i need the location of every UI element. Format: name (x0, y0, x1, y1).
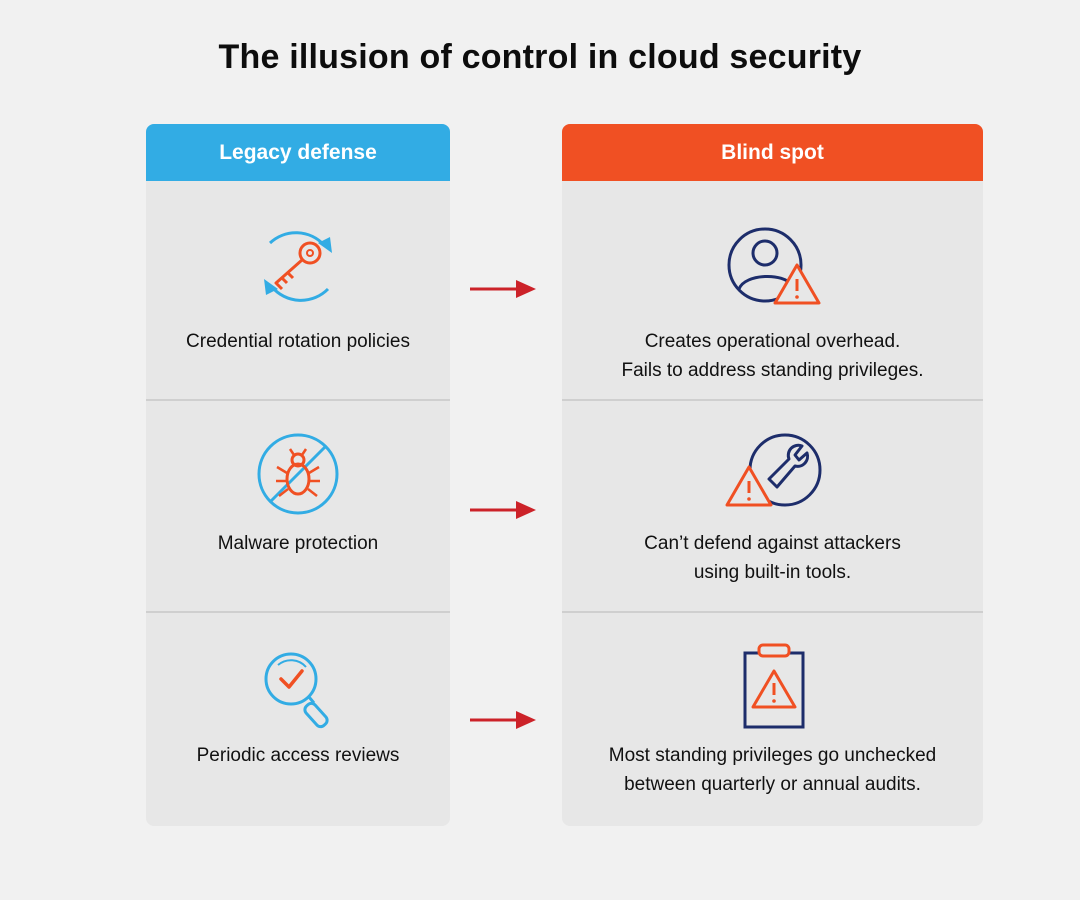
page-title: The illusion of control in cloud securit… (218, 38, 862, 76)
blind-row-built-in-tools: Can’t defend against attackers using bui… (562, 399, 983, 613)
blind-text-line: Most standing privileges go unchecked (608, 745, 937, 766)
legacy-label-credential-rotation: Credential rotation policies (186, 331, 410, 352)
key-rotation-icon (248, 221, 348, 311)
clipboard-warning-icon (723, 643, 823, 733)
legacy-row-credential-rotation: Credential rotation policies (146, 181, 450, 399)
arrow-right-icon (470, 500, 536, 520)
blind-text-line: Creates operational overhead. (644, 331, 901, 352)
user-warning-icon (723, 223, 823, 313)
blind-text-line: Fails to address standing privileges. (621, 360, 924, 381)
legacy-label-access-reviews: Periodic access reviews (196, 745, 400, 766)
blind-spot-header: Blind spot (562, 124, 983, 181)
arrow-right-icon (470, 710, 536, 730)
legacy-row-malware-protection: Malware protection (146, 399, 450, 613)
blind-text-line: between quarterly or annual audits. (624, 774, 921, 795)
legacy-defense-header: Legacy defense (146, 124, 450, 181)
magnifier-check-icon (248, 647, 348, 737)
legacy-label-malware-protection: Malware protection (217, 533, 379, 554)
blind-label-built-in-tools: Can’t defend against attackers using bui… (562, 529, 983, 587)
blind-text-line: using built-in tools. (693, 562, 852, 583)
blind-label-operational-overhead: Creates operational overhead. Fails to a… (562, 327, 983, 385)
blind-row-operational-overhead: Creates operational overhead. Fails to a… (562, 181, 983, 399)
blind-text-line: Can’t defend against attackers (644, 533, 901, 554)
wrench-warning-icon (723, 429, 823, 519)
arrow-right-icon (470, 279, 536, 299)
blind-label-unchecked-privileges: Most standing privileges go unchecked be… (562, 741, 983, 799)
malware-blocked-icon (248, 429, 348, 519)
blind-spot-column: Blind spot Creates operational overhead.… (562, 124, 983, 826)
blind-row-unchecked-privileges: Most standing privileges go unchecked be… (562, 611, 983, 826)
legacy-row-access-reviews: Periodic access reviews (146, 611, 450, 826)
legacy-defense-column: Legacy defense Credential rotation polic… (146, 124, 450, 826)
